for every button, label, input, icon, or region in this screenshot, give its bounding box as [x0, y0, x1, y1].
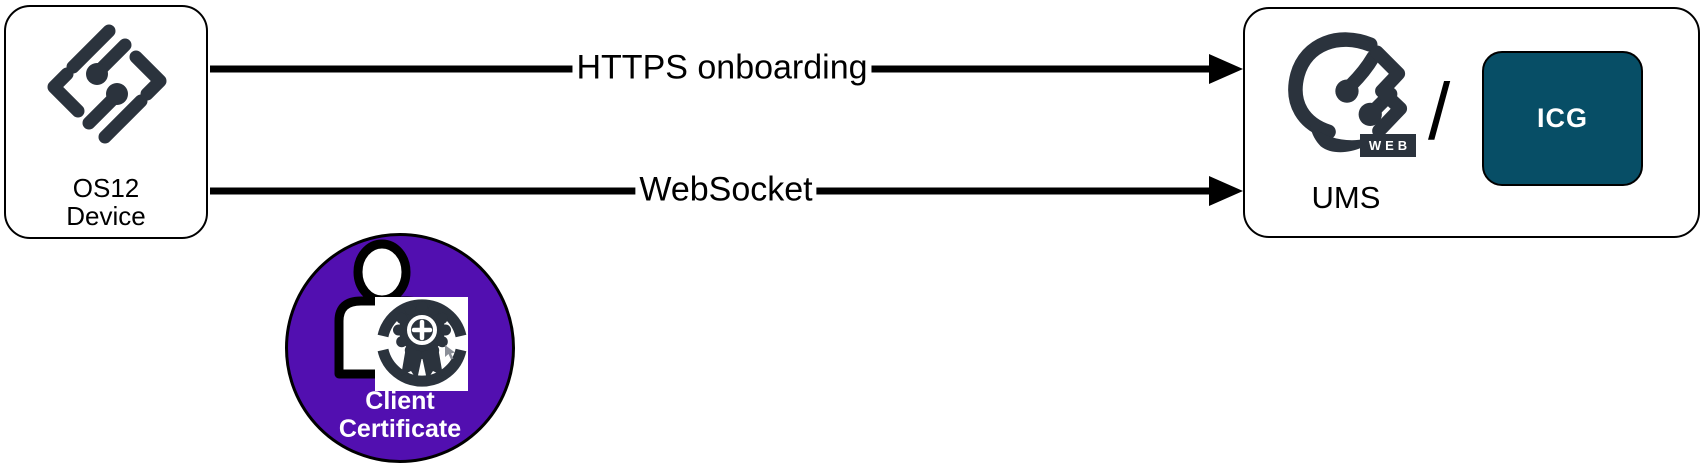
person-head	[353, 239, 411, 305]
slash-separator: /	[1428, 67, 1451, 156]
arrow-label-websocket: WebSocket	[635, 170, 817, 210]
arrowhead-icon	[1209, 54, 1243, 84]
plus-icon	[411, 319, 433, 341]
certificate-label-line1: Client	[365, 387, 435, 415]
arrow-label-https-onboarding: HTTPS onboarding	[572, 48, 872, 88]
device-label-line2: Device	[66, 201, 146, 231]
ums-label: UMS	[1311, 180, 1381, 215]
mouse-cursor-icon	[445, 345, 455, 360]
device-box: OS12 Device	[4, 5, 208, 239]
igel-os-logo-icon	[47, 24, 167, 144]
certificate-label-line2: Certificate	[338, 415, 462, 443]
device-label-line1: OS12	[72, 173, 140, 203]
ums-box: WEB UMS / ICG	[1243, 7, 1700, 238]
person-certificate-icon	[334, 239, 468, 391]
client-certificate-badge: Client Certificate	[285, 233, 515, 463]
icg-label: ICG	[1536, 103, 1588, 133]
web-badge: WEB	[1360, 134, 1416, 157]
arrowhead-icon	[1209, 176, 1243, 206]
icg-box: ICG	[1482, 51, 1643, 186]
